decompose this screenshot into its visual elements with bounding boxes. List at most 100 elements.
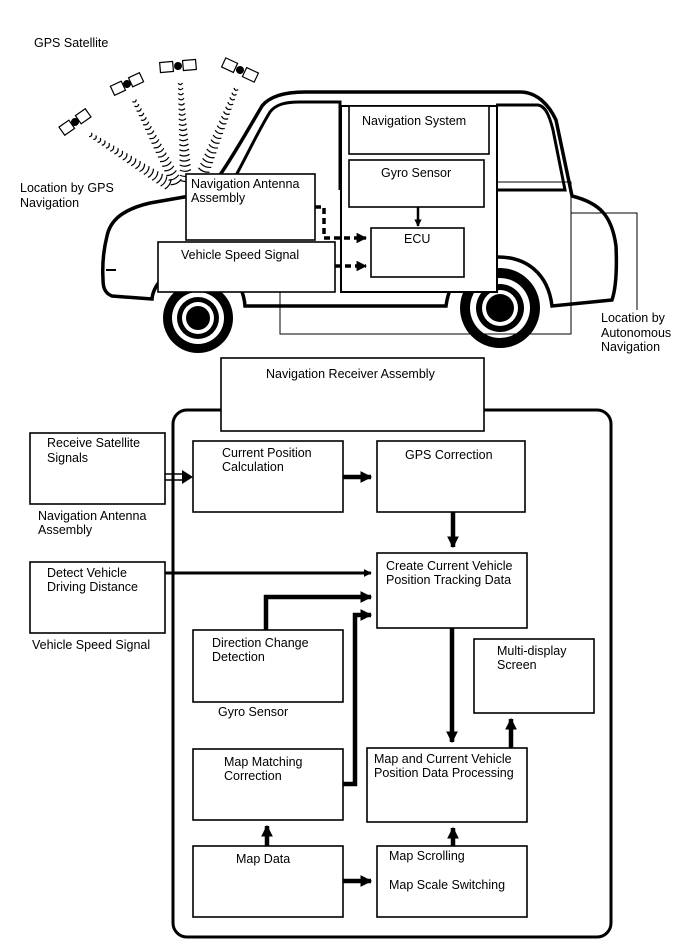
- signal-wave-arc: [160, 176, 168, 187]
- gps-satellite-label: GPS Satellite: [34, 36, 108, 50]
- signal-wave-arc: [151, 139, 160, 144]
- signal-wave-arc: [202, 158, 214, 164]
- signal-wave-arc: [138, 112, 145, 117]
- signal-wave-arc: [143, 166, 150, 176]
- signal-wave-arc: [179, 148, 190, 152]
- receive-satellite-label: Receive Satellite: [47, 436, 140, 450]
- receiver-assembly-label: Navigation Receiver Assembly: [266, 367, 436, 381]
- map-scrolling-label: Map Scrolling: [389, 849, 465, 863]
- signal-wave-arc: [151, 171, 159, 181]
- vehicle-speed-label-top: Vehicle Speed Signal: [181, 248, 299, 262]
- map-processing-label: Map and Current Vehicle: [374, 752, 512, 766]
- signal-wave-arc: [93, 135, 97, 141]
- signal-wave-arc: [122, 153, 128, 161]
- signal-wave-arc: [210, 139, 220, 144]
- location-autonomous-label-line2: Autonomous: [601, 326, 671, 340]
- signal-wave-arc: [114, 148, 119, 155]
- map-processing-label-line2: Position Data Processing: [374, 766, 514, 780]
- map-data-box: [192, 845, 344, 918]
- signal-wave-arc: [177, 92, 184, 96]
- signal-wave-arc: [223, 111, 230, 115]
- direction-change-label: Direction Change: [212, 636, 309, 650]
- signal-wave-arc: [218, 120, 227, 125]
- vehicle-speed-box-top: [157, 241, 336, 293]
- create-tracking-label-line2: Position Tracking Data: [386, 573, 511, 587]
- signal-wave-arc: [179, 163, 191, 167]
- autonomous-navigation-lines: [279, 181, 638, 335]
- signal-wave-arc: [139, 163, 146, 173]
- signal-wave-arc: [179, 143, 189, 147]
- signal-wave-arc: [130, 158, 137, 167]
- signal-wave-arc: [149, 134, 157, 140]
- signal-wave-arc: [200, 162, 212, 169]
- satellite-icon: [109, 71, 145, 97]
- ecu-label: ECU: [404, 232, 430, 246]
- signal-wave-arc: [134, 103, 140, 108]
- signal-wave-arc: [153, 143, 162, 149]
- signal-wave-arc: [178, 118, 187, 121]
- signal-wave-arc: [227, 101, 234, 106]
- signal-wave-arc: [216, 125, 225, 130]
- signal-wave-arc: [208, 143, 219, 149]
- signal-wave-arc: [231, 92, 237, 96]
- signal-wave-arc: [178, 102, 185, 106]
- signal-wave-arc: [197, 167, 210, 173]
- signal-wave-arc: [179, 168, 192, 172]
- signal-wave-arc: [147, 130, 155, 135]
- signal-wave-arc: [159, 156, 170, 163]
- multi-display-label: Multi-display: [497, 644, 567, 658]
- map-processing-box: [366, 747, 528, 823]
- location-autonomous-label-line3: Navigation: [601, 340, 660, 354]
- navigation-system-label: Navigation System: [362, 114, 466, 128]
- signal-wave-arc: [155, 147, 165, 154]
- map-matching-label-line2: Correction: [224, 769, 282, 783]
- front-wheel: [163, 283, 233, 353]
- gyro-sensor-label-top: Gyro Sensor: [381, 166, 451, 180]
- receive-satellite-box: [29, 432, 166, 505]
- signal-wave-arc: [214, 129, 224, 135]
- signal-wave-arc: [204, 153, 215, 159]
- speed-caption: Vehicle Speed Signal: [32, 638, 150, 652]
- ecu-box: [370, 227, 465, 278]
- gyro-sensor-box-top: [348, 159, 485, 208]
- current-position-label-line2: Calculation: [222, 460, 284, 474]
- multi-display-label-line2: Screen: [497, 658, 537, 672]
- map-scale-label: Map Scale Switching: [389, 878, 505, 892]
- signal-wave-arc: [97, 137, 102, 144]
- multi-display-box: [473, 638, 595, 714]
- signal-wave-arc: [156, 173, 163, 184]
- signal-wave-arc: [177, 97, 185, 101]
- signal-wave-arc: [157, 152, 167, 158]
- antenna-caption: Navigation Antenna: [38, 509, 146, 523]
- satellite-icon: [220, 57, 260, 83]
- map-scrolling-box: [376, 845, 528, 918]
- signal-wave-arc: [233, 87, 239, 91]
- create-tracking-box: [376, 552, 528, 629]
- gps-correction-label: GPS Correction: [405, 448, 493, 462]
- signal-wave-arc: [135, 161, 141, 170]
- satellite-icon: [58, 107, 92, 137]
- satellite-icon: [158, 58, 198, 74]
- signal-wave-arc: [178, 133, 188, 137]
- direction-change-label-line2: Detection: [212, 650, 265, 664]
- signal-wave-arc: [166, 170, 177, 177]
- nav-antenna-label-top-line2: Assembly: [191, 191, 246, 205]
- antenna-to-ecu-arrow: [315, 205, 368, 244]
- signal-wave-arc: [164, 165, 175, 172]
- signal-wave-arc: [178, 107, 186, 111]
- signal-wave-arc: [178, 123, 187, 126]
- location-gps-label: Location by GPS: [20, 181, 114, 195]
- signal-wave-arc: [140, 117, 147, 121]
- signal-wave-arc: [225, 106, 232, 111]
- signal-wave-arc: [132, 99, 137, 103]
- nav-antenna-label-top: Navigation Antenna: [191, 177, 299, 191]
- signal-wave-arc: [212, 134, 222, 140]
- gyro-caption: Gyro Sensor: [218, 705, 288, 719]
- signal-wave-arc: [142, 121, 150, 126]
- signal-wave-arc: [179, 158, 191, 162]
- receive-satellite-label-line2: Signals: [47, 451, 88, 465]
- antenna-caption-line2: Assembly: [38, 523, 93, 537]
- location-gps-label-line2: Navigation: [20, 196, 79, 210]
- map-data-label: Map Data: [236, 852, 290, 866]
- navigation-system-box: [348, 105, 490, 155]
